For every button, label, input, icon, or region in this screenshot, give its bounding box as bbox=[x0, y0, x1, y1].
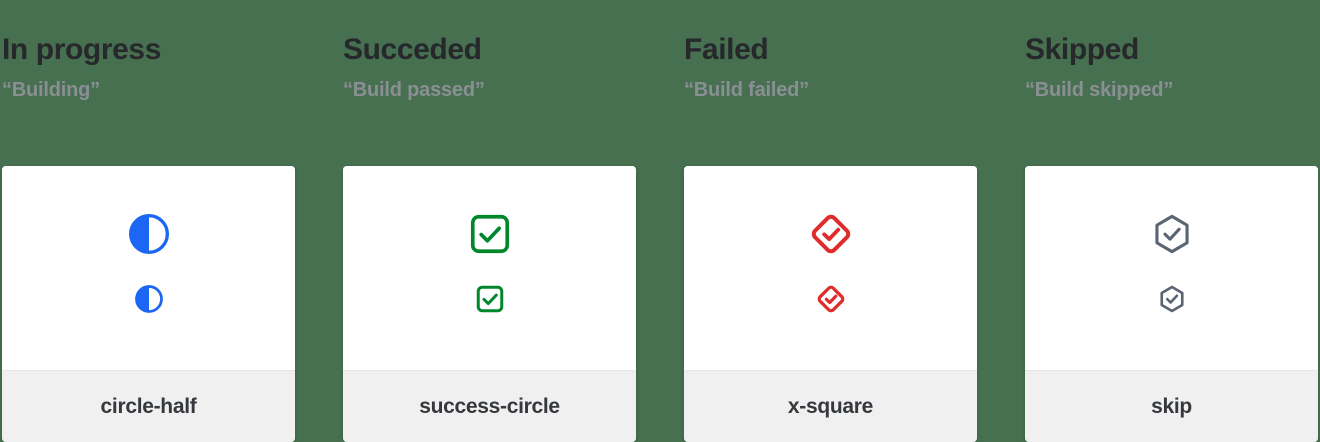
icon-card-footer: x-square bbox=[684, 370, 977, 442]
icon-card-body bbox=[343, 166, 636, 370]
column-subheading: “Build skipped” bbox=[1025, 79, 1174, 102]
icon-card-body bbox=[1025, 166, 1318, 370]
status-column-skipped: Skipped “Build skipped” skip bbox=[1025, 0, 1318, 442]
x-square-icon-small bbox=[817, 285, 844, 313]
column-subheading: “Build failed” bbox=[684, 79, 809, 102]
icon-name-label: x-square bbox=[787, 394, 874, 418]
column-heading: Succeded bbox=[343, 33, 482, 66]
success-circle-icon bbox=[470, 214, 509, 254]
column-subheading: “Build passed” bbox=[343, 79, 485, 102]
column-heading: Failed bbox=[684, 33, 769, 66]
status-column-failed: Failed “Build failed” x-square bbox=[684, 0, 977, 442]
icon-card-success-circle[interactable]: success-circle bbox=[343, 166, 636, 442]
x-square-icon bbox=[811, 214, 850, 254]
icon-name-label: success-circle bbox=[419, 394, 560, 418]
icon-card-footer: success-circle bbox=[343, 370, 636, 442]
circle-half-icon-small bbox=[134, 285, 163, 313]
icon-card-footer: circle-half bbox=[2, 370, 295, 442]
status-column-succeded: Succeded “Build passed” success-circle bbox=[343, 0, 636, 442]
icon-name-label: skip bbox=[1151, 394, 1192, 418]
column-subheading: “Building” bbox=[2, 79, 100, 102]
icon-card-x-square[interactable]: x-square bbox=[684, 166, 977, 442]
icon-card-body bbox=[684, 166, 977, 370]
circle-half-icon bbox=[128, 214, 169, 254]
success-circle-icon-small bbox=[476, 285, 503, 313]
icon-card-skip[interactable]: skip bbox=[1025, 166, 1318, 442]
icon-card-body bbox=[2, 166, 295, 370]
icon-card-footer: skip bbox=[1025, 370, 1318, 442]
column-heading: In progress bbox=[2, 33, 161, 66]
status-column-in-progress: In progress “Building” circle-half bbox=[2, 0, 295, 442]
skip-icon-small bbox=[1159, 285, 1184, 313]
icon-name-label: circle-half bbox=[100, 394, 197, 418]
skip-icon bbox=[1154, 214, 1189, 254]
icon-card-circle-half[interactable]: circle-half bbox=[2, 166, 295, 442]
column-heading: Skipped bbox=[1025, 33, 1139, 66]
